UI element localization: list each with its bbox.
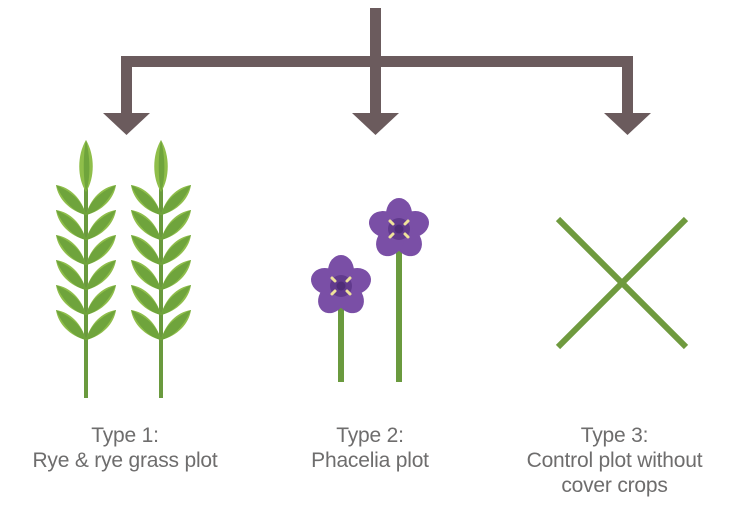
branch-line-left: [121, 56, 132, 114]
branch-line-center: [370, 56, 381, 114]
branch-line-right: [622, 56, 633, 114]
caption-type-1: Type 1: Rye & rye grass plot: [0, 423, 250, 473]
type-3-description: Control plot without: [490, 448, 739, 473]
type-1-label: Type 1:: [0, 423, 250, 448]
type-3-description-line-2: cover crops: [490, 473, 739, 498]
arrowhead-left: [103, 113, 150, 135]
arrowhead-center: [352, 113, 399, 135]
type-2-label: Type 2:: [250, 423, 490, 448]
type-1-description: Rye & rye grass plot: [0, 448, 250, 473]
phacelia-flower-icon: [308, 198, 433, 382]
type-3-label: Type 3:: [490, 423, 739, 448]
caption-type-3: Type 3: Control plot without cover crops: [490, 423, 739, 498]
arrowhead-right: [604, 113, 651, 135]
caption-type-2: Type 2: Phacelia plot: [250, 423, 490, 473]
rye-wheat-icon: [56, 140, 191, 398]
cross-icon: [558, 219, 686, 347]
branch-arrows: [103, 8, 651, 135]
type-2-description: Phacelia plot: [250, 448, 490, 473]
